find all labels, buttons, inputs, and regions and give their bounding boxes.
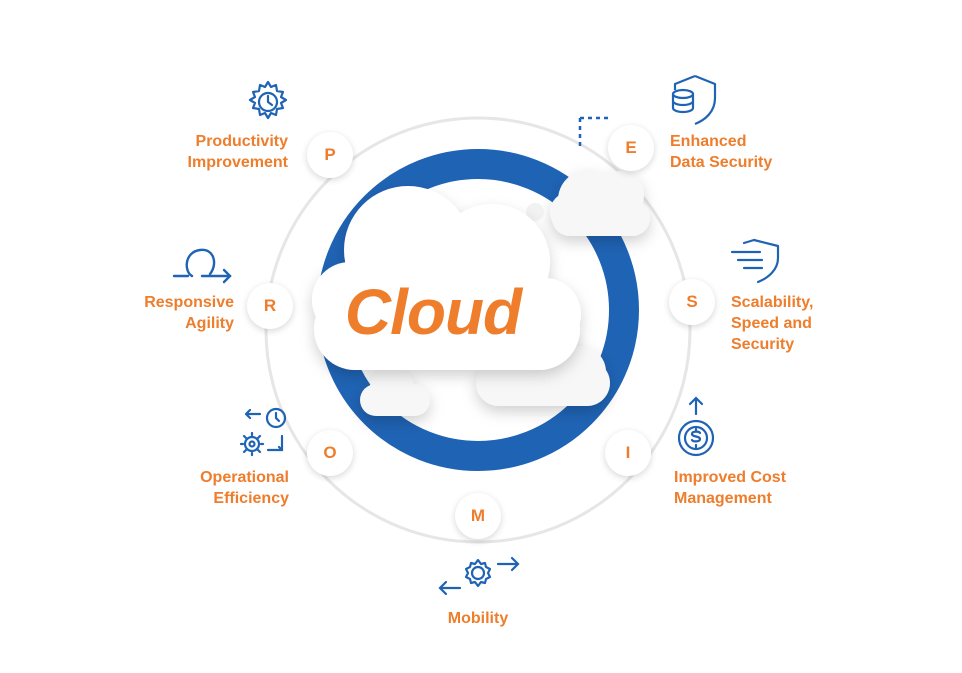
label-mobility: Mobility [447,610,509,627]
node-r[interactable]: R [247,283,293,329]
node-p[interactable]: P [307,132,353,178]
small-bubble [526,203,544,221]
gear-arrows-icon [434,550,524,600]
node-i[interactable]: I [605,430,651,476]
gear-clock-icon [244,78,292,126]
label-productivity-improvement: Productivity Improvement [187,133,288,171]
label-responsive-agility: Responsive Agility [144,294,234,332]
label-scalability-speed-security: Scalability, Speed and Security [731,294,814,353]
loop-arrow-icon [172,240,236,286]
node-m[interactable]: M [455,493,501,539]
fast-shield-icon [728,236,786,286]
shield-database-icon [667,72,723,128]
node-s[interactable]: S [669,279,715,325]
label-enhanced-data-security: Enhanced Data Security [670,133,773,171]
dollar-coin-arrow-icon [671,394,721,458]
small-cloud-left [360,366,430,416]
small-cloud-top [550,170,650,236]
node-o[interactable]: O [307,430,353,476]
gear-cycle-clock-icon [236,406,292,462]
center-title: Cloud [344,276,522,348]
outer-ring [264,116,692,544]
label-improved-cost-management: Improved Cost Management [674,469,787,507]
main-cloud [312,186,581,370]
label-operational-efficiency: Operational Efficiency [200,469,289,507]
node-e[interactable]: E [608,125,654,171]
